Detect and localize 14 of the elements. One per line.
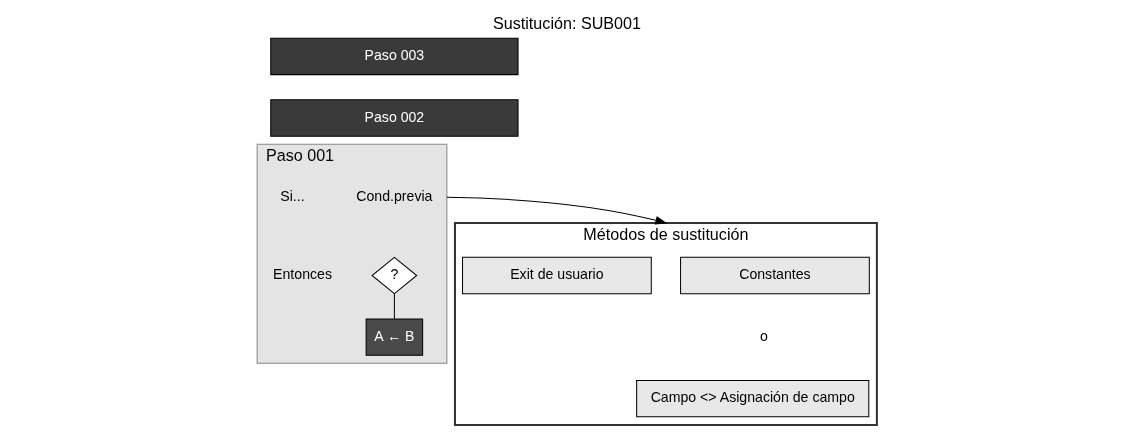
node-diamond: ? xyxy=(371,256,418,295)
node-box: A ← B xyxy=(365,318,424,356)
node-text: Cond.previa xyxy=(356,187,433,204)
label: Si... xyxy=(280,187,305,204)
node-box: Constantes xyxy=(680,256,870,295)
node-box: Paso 003 xyxy=(270,37,519,76)
node-box: Campo <> Asignación de campo xyxy=(636,379,870,418)
diagram-title: Sustitución: SUB001 xyxy=(492,14,642,32)
label: o xyxy=(759,327,768,344)
node-box: Paso 002 xyxy=(270,99,519,137)
label: Entonces xyxy=(273,266,332,283)
arrow xyxy=(446,196,668,225)
node-box: Exit de usuario xyxy=(462,256,652,295)
connector xyxy=(393,293,395,320)
